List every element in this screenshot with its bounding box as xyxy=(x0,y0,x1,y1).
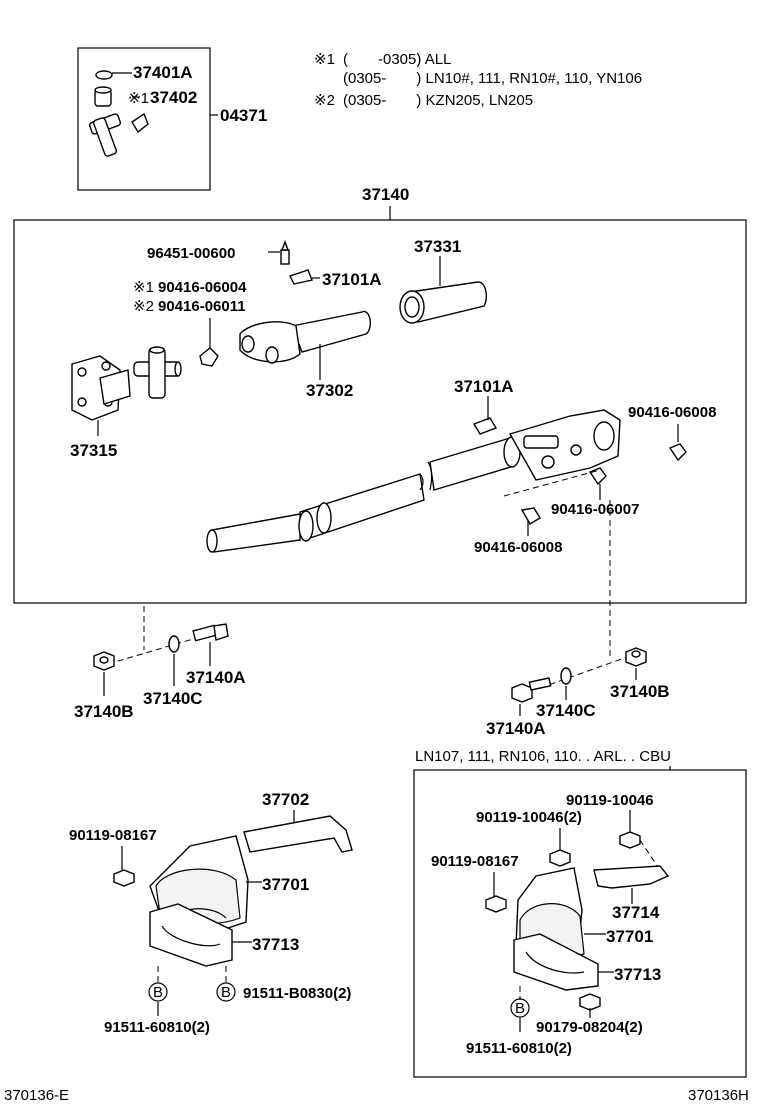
grease-fitting-icon xyxy=(280,240,290,265)
label-37701-right: 37701 xyxy=(606,927,653,946)
grease-nipple-center-icon xyxy=(588,467,607,486)
mark-2-shaft: ※2 xyxy=(133,298,154,315)
label-91511-b0830: 91511-B0830(2) xyxy=(243,985,351,1002)
label-37714: 37714 xyxy=(612,903,660,922)
bracket-37714-icon xyxy=(593,865,670,889)
nut-left-icon xyxy=(93,651,115,671)
label-91511-60810-left: 91511-60810(2) xyxy=(104,1019,210,1036)
bracket-37702-icon xyxy=(243,815,353,853)
spider-icon xyxy=(88,113,122,157)
universal-joint-spider-icon xyxy=(133,346,182,399)
label-96451-00600: 96451-00600 xyxy=(147,245,235,262)
bolt-left-icon xyxy=(192,623,229,642)
washer-icon xyxy=(95,70,113,80)
label-90119-08167-left: 90119-08167 xyxy=(69,827,157,844)
bolt-90119-left-icon xyxy=(113,869,135,887)
cushion-37713-left-icon xyxy=(149,903,233,967)
applicability-notes: ※1 ( -0305) ALL (0305- ) LN10#, 111, RN1… xyxy=(314,51,642,109)
center-bearing-right: LN107, 111, RN106, 110. . ARL. . CBU 901… xyxy=(413,748,747,1078)
footer-right-code: 370136H xyxy=(688,1087,749,1104)
fasteners-right: 37140B 37140C 37140A xyxy=(486,500,670,738)
circle-b-left-2 xyxy=(216,982,236,1002)
label-37702: 37702 xyxy=(262,790,309,809)
grease-nipple-left-icon xyxy=(199,347,219,367)
label-37140a-right: 37140A xyxy=(486,719,546,738)
circle-b-right xyxy=(510,998,530,1018)
note-1-mark: ※1 xyxy=(314,51,335,68)
center-yoke-icon xyxy=(508,409,621,481)
assembly-title: 37140 xyxy=(362,185,409,204)
label-04371: 04371 xyxy=(220,106,267,125)
label-37140c-left: 37140C xyxy=(143,689,203,708)
note-2-line-1: (0305- ) KZN205, LN205 xyxy=(343,92,533,109)
note-2-mark: ※2 xyxy=(314,92,335,109)
label-90179-08204: 90179-08204(2) xyxy=(536,1019,643,1036)
label-37402: 37402 xyxy=(150,88,197,107)
bolt-90119-08167-right-icon xyxy=(485,895,507,913)
label-37140a-left: 37140A xyxy=(186,668,246,687)
circle-b-left-1-text: B xyxy=(153,984,163,1001)
washer-right-icon xyxy=(560,667,572,685)
label-37713-right: 37713 xyxy=(614,965,661,984)
label-90416-06004: 90416-06004 xyxy=(158,279,247,296)
label-37101a-top: 37101A xyxy=(322,270,382,289)
label-37713-left: 37713 xyxy=(252,935,299,954)
circle-b-right-text: B xyxy=(515,1000,525,1017)
label-37302: 37302 xyxy=(306,381,353,400)
propeller-shaft-tube-icon xyxy=(206,436,521,553)
label-90416-06007: 90416-06007 xyxy=(551,501,639,518)
label-37331: 37331 xyxy=(414,237,461,256)
label-91511-60810-right: 91511-60810(2) xyxy=(466,1040,572,1057)
sleeve-yoke-icon xyxy=(399,281,488,324)
label-90119-10046: 90119-10046 xyxy=(566,792,654,809)
nut-90179-icon xyxy=(579,993,601,1011)
cushion-37713-right-icon xyxy=(513,933,599,991)
grease-nipple-bottom-icon xyxy=(520,507,541,525)
bolt-90119-10046-2-icon xyxy=(549,849,571,867)
note-1-line-1: ( -0305) ALL xyxy=(343,51,451,68)
bolt-right-icon xyxy=(511,677,552,703)
circle-b-left-2-text: B xyxy=(221,984,231,1001)
mark-1-kit: ※1 xyxy=(128,90,149,107)
label-37140c-right: 37140C xyxy=(536,701,596,720)
note-1-line-2: (0305- ) LN10#, 111, RN10#, 110, YN106 xyxy=(343,70,642,87)
label-90416-06008-right: 90416-06008 xyxy=(628,404,716,421)
bolt-90119-10046-icon xyxy=(619,831,641,849)
right-box-frame xyxy=(413,769,747,1078)
fasteners-left: 37140A 37140B 37140C xyxy=(74,606,246,721)
washer-left-icon xyxy=(168,635,180,653)
nut-right-icon xyxy=(625,647,647,667)
flange-yoke-icon xyxy=(71,355,131,421)
label-90119-10046-2: 90119-10046(2) xyxy=(476,809,582,826)
right-box-header: LN107, 111, RN106, 110. . ARL. . CBU xyxy=(415,748,671,765)
propeller-shaft-assembly: 37140 96451-00600 37101A 37331 ※1 90416-… xyxy=(13,185,747,604)
label-37401a: 37401A xyxy=(133,63,193,82)
repair-kit-box: 37401A ※1 37402 04371 xyxy=(77,47,267,191)
grease-nipple-right-icon xyxy=(668,443,687,462)
label-37140b-left: 37140B xyxy=(74,702,134,721)
snap-ring-icon xyxy=(131,112,149,134)
label-37101a-mid: 37101A xyxy=(454,377,514,396)
balance-weight-mid-icon xyxy=(472,417,498,435)
center-bearing-left: 37702 90119-08167 37701 37713 B B 91511-… xyxy=(69,790,353,1036)
label-37140b-right: 37140B xyxy=(610,682,670,701)
slip-yoke-icon xyxy=(239,310,372,364)
circle-b-left-1 xyxy=(148,982,168,1002)
mark-1-shaft: ※1 xyxy=(133,279,154,296)
label-37315: 37315 xyxy=(70,441,117,460)
label-90119-08167-right: 90119-08167 xyxy=(431,853,519,870)
footer-left-code: 370136-E xyxy=(4,1087,69,1104)
balance-weight-icon xyxy=(289,269,313,285)
label-90416-06008-bottom: 90416-06008 xyxy=(474,539,562,556)
label-37701-left: 37701 xyxy=(262,875,309,894)
label-90416-06011: 90416-06011 xyxy=(158,298,246,315)
assembly-frame xyxy=(13,219,747,604)
